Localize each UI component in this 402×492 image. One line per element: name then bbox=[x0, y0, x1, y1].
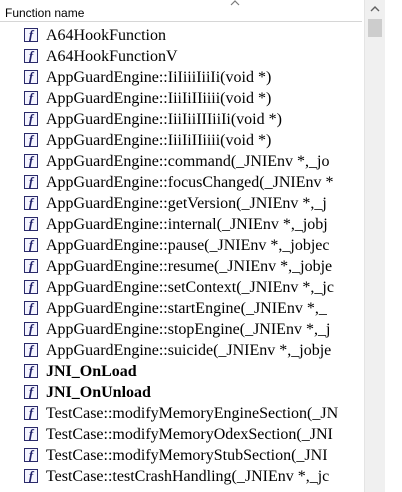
function-icon: f bbox=[24, 258, 38, 273]
function-icon-glyph: f bbox=[28, 237, 34, 252]
function-icon: f bbox=[24, 111, 38, 126]
function-list-item[interactable]: f JNI_OnUnload bbox=[0, 383, 366, 404]
function-icon: f bbox=[24, 300, 38, 315]
function-list-item[interactable]: f TestCase::modifyMemoryOdexSection(_JNI bbox=[0, 425, 366, 446]
function-name: A64HookFunction bbox=[46, 27, 166, 44]
vertical-scrollbar[interactable] bbox=[364, 0, 385, 492]
function-icon-glyph: f bbox=[28, 195, 34, 210]
function-icon: f bbox=[24, 195, 38, 210]
panel-margin bbox=[385, 0, 402, 492]
function-name: AppGuardEngine::IiIiiiIiiIi(void *) bbox=[46, 69, 272, 86]
function-icon-glyph: f bbox=[28, 384, 34, 399]
function-icon-glyph: f bbox=[28, 426, 34, 441]
function-icon-glyph: f bbox=[28, 468, 34, 483]
function-icon: f bbox=[24, 426, 38, 441]
function-icon-glyph: f bbox=[28, 342, 34, 357]
function-icon-glyph: f bbox=[28, 48, 34, 63]
function-name: AppGuardEngine::resume(_JNIEnv *,_jobje bbox=[46, 258, 333, 275]
function-name: A64HookFunctionV bbox=[46, 48, 178, 65]
function-icon-glyph: f bbox=[28, 111, 34, 126]
function-name: AppGuardEngine::IiiIiIIiiii(void *) bbox=[46, 90, 272, 107]
function-name: AppGuardEngine::stopEngine(_JNIEnv *,_j bbox=[46, 321, 331, 338]
function-icon-glyph: f bbox=[28, 321, 34, 336]
function-name: AppGuardEngine::pause(_JNIEnv *,_jobjec bbox=[46, 237, 330, 254]
function-icon: f bbox=[24, 363, 38, 378]
function-name: AppGuardEngine::internal(_JNIEnv *,_jobj bbox=[46, 216, 328, 233]
function-list-item[interactable]: f JNI_OnLoad bbox=[0, 362, 366, 383]
function-name: AppGuardEngine::suicide(_JNIEnv *,_jobje bbox=[46, 342, 332, 359]
function-icon-glyph: f bbox=[28, 132, 34, 147]
function-name: AppGuardEngine::startEngine(_JNIEnv *,_ bbox=[46, 300, 327, 317]
function-icon: f bbox=[24, 174, 38, 189]
function-icon: f bbox=[24, 279, 38, 294]
column-header-function-name[interactable]: Function name bbox=[0, 0, 362, 22]
function-icon: f bbox=[24, 384, 38, 399]
function-name: AppGuardEngine::IiiIiiIIIiiIi(void *) bbox=[46, 111, 282, 128]
function-name: AppGuardEngine::setContext(_JNIEnv *,_jc bbox=[46, 279, 334, 296]
function-icon: f bbox=[24, 405, 38, 420]
function-list-item[interactable]: f TestCase::modifyMemoryEngineSection(_JN bbox=[0, 404, 366, 425]
function-name: JNI_OnLoad bbox=[46, 363, 137, 380]
function-icon: f bbox=[24, 468, 38, 483]
function-icon: f bbox=[24, 132, 38, 147]
function-name: TestCase::modifyMemoryStubSection(_JNI bbox=[46, 447, 328, 464]
function-icon: f bbox=[24, 69, 38, 84]
column-header-label: Function name bbox=[5, 6, 85, 20]
function-icon-glyph: f bbox=[28, 363, 34, 378]
function-list-item[interactable]: f AppGuardEngine::setContext(_JNIEnv *,_j… bbox=[0, 278, 366, 299]
function-icon: f bbox=[24, 48, 38, 63]
function-name: AppGuardEngine::command(_JNIEnv *,_jo bbox=[46, 153, 330, 170]
function-icon-glyph: f bbox=[28, 90, 34, 105]
scroll-up-button[interactable] bbox=[365, 0, 385, 17]
function-list-item[interactable]: f AppGuardEngine::IiiIiIIiiii(void *) bbox=[0, 89, 366, 110]
function-list-item[interactable]: f AppGuardEngine::startEngine(_JNIEnv *,_ bbox=[0, 299, 366, 320]
function-list-item[interactable]: f TestCase::testCrashHandling(_JNIEnv *,_… bbox=[0, 467, 366, 488]
function-icon-glyph: f bbox=[28, 153, 34, 168]
function-name: JNI_OnUnload bbox=[46, 384, 151, 401]
function-list-item[interactable]: f AppGuardEngine::IiIiiiIiiIi(void *) bbox=[0, 68, 366, 89]
function-list-item[interactable]: f AppGuardEngine::IiiIiIIiiii(void *) bbox=[0, 131, 366, 152]
sort-ascending-icon bbox=[230, 0, 240, 6]
function-icon: f bbox=[24, 153, 38, 168]
function-list-item[interactable]: f AppGuardEngine::command(_JNIEnv *,_jo bbox=[0, 152, 366, 173]
function-icon-glyph: f bbox=[28, 258, 34, 273]
scrollbar-thumb[interactable] bbox=[368, 19, 382, 37]
function-list-item[interactable]: f AppGuardEngine::getVersion(_JNIEnv *,_j bbox=[0, 194, 366, 215]
function-name: AppGuardEngine::focusChanged(_JNIEnv * bbox=[46, 174, 334, 191]
function-list-item[interactable]: f A64HookFunctionV bbox=[0, 47, 366, 68]
function-icon: f bbox=[24, 237, 38, 252]
function-icon-glyph: f bbox=[28, 405, 34, 420]
chevron-up-icon bbox=[370, 5, 380, 11]
function-icon: f bbox=[24, 321, 38, 336]
function-icon-glyph: f bbox=[28, 174, 34, 189]
function-list-item[interactable]: f AppGuardEngine::pause(_JNIEnv *,_jobjec bbox=[0, 236, 366, 257]
function-icon-glyph: f bbox=[28, 279, 34, 294]
function-name: TestCase::testCrashHandling(_JNIEnv *,_j… bbox=[46, 468, 330, 485]
function-name: AppGuardEngine::getVersion(_JNIEnv *,_j bbox=[46, 195, 327, 212]
function-icon-glyph: f bbox=[28, 27, 34, 42]
function-list-item[interactable]: f AppGuardEngine::IiiIiiIIIiiIi(void *) bbox=[0, 110, 366, 131]
function-name: AppGuardEngine::IiiIiIIiiii(void *) bbox=[46, 132, 272, 149]
function-icon: f bbox=[24, 216, 38, 231]
function-list-item[interactable]: f AppGuardEngine::suicide(_JNIEnv *,_jobj… bbox=[0, 341, 366, 362]
function-name: TestCase::modifyMemoryOdexSection(_JNI bbox=[46, 426, 333, 443]
function-list-item[interactable]: f AppGuardEngine::focusChanged(_JNIEnv * bbox=[0, 173, 366, 194]
function-icon-glyph: f bbox=[28, 447, 34, 462]
function-list-item[interactable]: f AppGuardEngine::stopEngine(_JNIEnv *,_j bbox=[0, 320, 366, 341]
function-list-item[interactable]: f AppGuardEngine::internal(_JNIEnv *,_job… bbox=[0, 215, 366, 236]
function-icon: f bbox=[24, 447, 38, 462]
function-icon: f bbox=[24, 90, 38, 105]
function-name: TestCase::modifyMemoryEngineSection(_JN bbox=[46, 405, 339, 422]
function-list-item[interactable]: f A64HookFunction bbox=[0, 26, 366, 47]
function-icon-glyph: f bbox=[28, 216, 34, 231]
function-list-item[interactable]: f AppGuardEngine::resume(_JNIEnv *,_jobje bbox=[0, 257, 366, 278]
function-icon-glyph: f bbox=[28, 300, 34, 315]
function-icon: f bbox=[24, 27, 38, 42]
function-icon-glyph: f bbox=[28, 69, 34, 84]
function-icon: f bbox=[24, 342, 38, 357]
function-list-item[interactable]: f TestCase::modifyMemoryStubSection(_JNI bbox=[0, 446, 366, 467]
